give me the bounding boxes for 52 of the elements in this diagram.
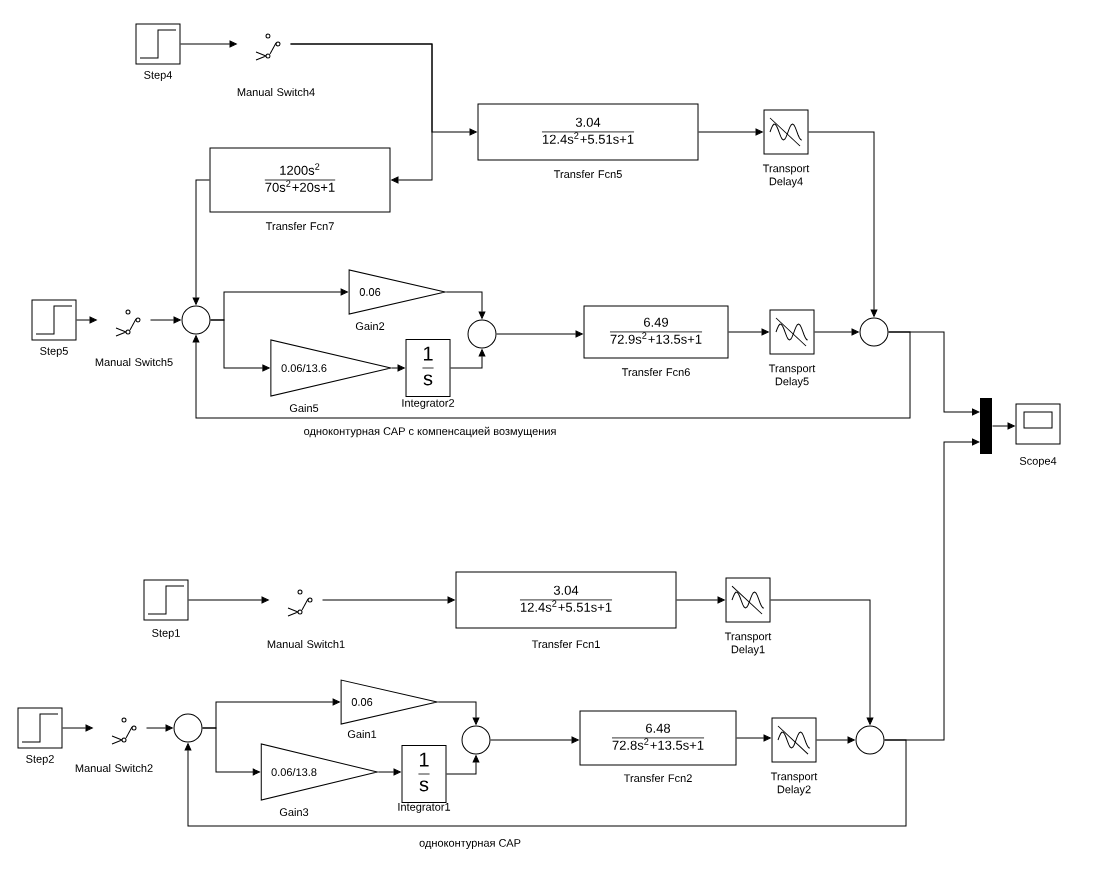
signal-arrow: [992, 422, 1015, 430]
switch-block: [287, 589, 313, 617]
signal-arrow: [391, 364, 405, 372]
signal-arrow: [192, 179, 210, 305]
signal-arrow: [676, 596, 725, 604]
delay-block: [769, 309, 815, 355]
integrator-block: 1 s: [401, 745, 447, 803]
step-block: [31, 299, 77, 341]
sum-junction: [855, 725, 885, 755]
scope-block: [1015, 403, 1061, 445]
signal-arrow: [188, 596, 269, 604]
switch-block: [111, 717, 137, 745]
signal-arrow: [150, 316, 181, 324]
signal-arrow: [210, 319, 270, 372]
delay-block: [763, 109, 809, 155]
sum-junction: [859, 317, 889, 347]
signal-arrow: [184, 739, 907, 827]
signal-arrow: [445, 291, 486, 319]
signal-arrow: [450, 349, 486, 369]
delay-block: [771, 717, 817, 763]
signal-arrow: [202, 727, 260, 776]
switch-block: [115, 309, 141, 337]
delay-block: [725, 577, 771, 623]
signal-arrow: [728, 328, 769, 336]
sum-junction: [461, 725, 491, 755]
signal-arrow: [76, 316, 97, 324]
signal-arrow: [736, 734, 771, 742]
signal-arrow: [770, 599, 874, 725]
signal-arrow: [808, 131, 878, 317]
sum-junction: [467, 319, 497, 349]
sum-junction: [173, 713, 203, 743]
signal-arrow: [816, 736, 855, 744]
signal-arrow: [446, 755, 480, 775]
signal-arrow: [437, 701, 480, 725]
signal-arrow: [62, 724, 93, 732]
mux-bar: [980, 398, 992, 454]
step-block: [17, 707, 63, 749]
signal-arrow: [378, 768, 401, 776]
signal-arrow: [496, 330, 583, 338]
sum-junction: [181, 305, 211, 335]
switch-block: [255, 33, 281, 61]
signal-arrow: [192, 331, 911, 419]
integrator-block: 1 s: [405, 339, 451, 397]
signal-arrow: [290, 43, 433, 184]
signal-arrow: [146, 724, 173, 732]
signal-arrow: [490, 736, 579, 744]
signal-arrow: [322, 596, 455, 604]
step-block: [143, 579, 189, 621]
step-block: [135, 23, 181, 65]
signal-arrow: [180, 40, 237, 48]
signal-arrow: [814, 328, 859, 336]
signal-arrow: [698, 128, 763, 136]
